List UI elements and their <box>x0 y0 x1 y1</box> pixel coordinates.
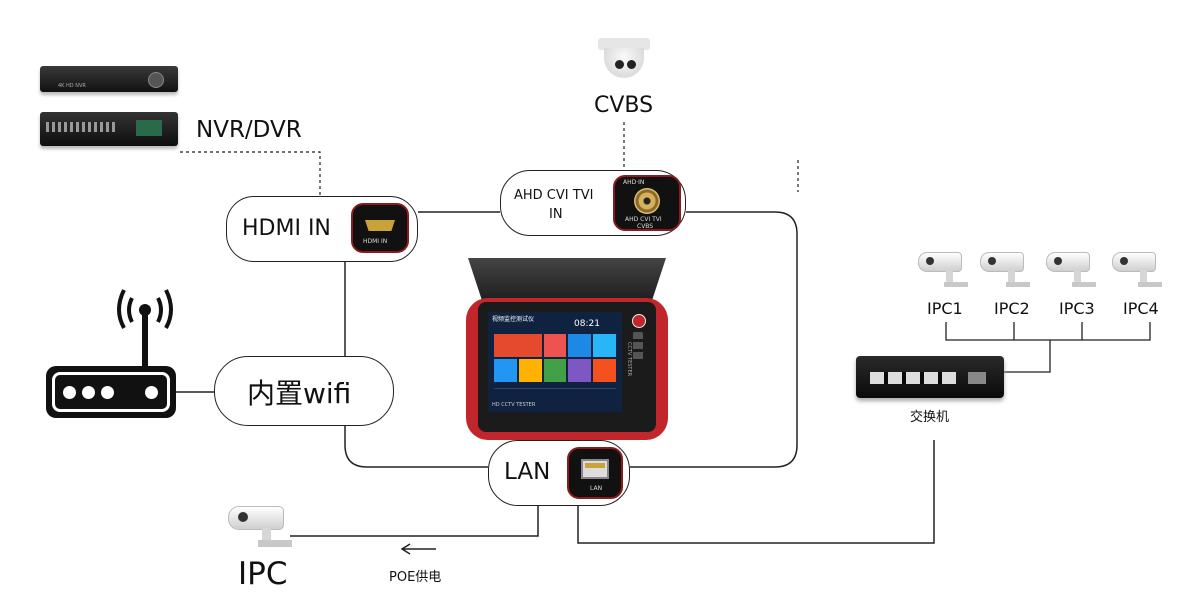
screen-title: 视频监控测试仪 <box>492 316 535 323</box>
ipc-label: IPC <box>238 556 288 592</box>
bnc-bottom-caption: AHD CVI TVI <box>625 216 662 223</box>
ipc-camera-icon <box>228 500 294 548</box>
ipc4-label: IPC4 <box>1123 299 1159 318</box>
nvr-front-caption: 4K HD NVR <box>58 83 86 89</box>
screen-clock: 08:21 <box>574 319 600 329</box>
ipc2-camera-icon <box>980 248 1032 288</box>
side-buttons <box>633 332 643 360</box>
tester-body: 视频监控测试仪 08:21 HD CCTV TESTER CCTV TESTER <box>478 302 656 432</box>
switch-link-line <box>577 440 935 544</box>
cvbs-label: CVBS <box>594 93 654 118</box>
cctv-tester-device: 视频监控测试仪 08:21 HD CCTV TESTER CCTV TESTER <box>462 258 672 440</box>
bnc-bottom-caption2: CVBS <box>637 223 654 230</box>
network-switch-icon <box>856 356 1004 398</box>
wifi-label: 内置wifi <box>247 377 352 410</box>
nvr-front-image: 4K HD NVR <box>40 66 178 92</box>
lan-port-caption: LAN <box>590 485 603 492</box>
hdmi-in-pill: HDMI IN HDMI IN <box>226 196 418 262</box>
analog-in-pill: AHD CVI TVI IN AHD·IN AHD CVI TVI CVBS <box>500 170 686 236</box>
nvr-rear-ports <box>46 122 116 132</box>
analog-in-label-line1: AHD CVI TVI <box>514 188 594 203</box>
power-button-icon <box>632 314 646 328</box>
switch-label: 交换机 <box>910 410 950 425</box>
ipc2-label: IPC2 <box>994 299 1030 318</box>
bnc-port-icon: AHD·IN AHD CVI TVI CVBS <box>613 175 681 231</box>
poe-label: POE供电 <box>389 570 442 585</box>
ipc-bus-line <box>945 322 1151 373</box>
power-knob-icon <box>148 72 164 88</box>
lan-port-icon: LAN <box>567 447 623 499</box>
nvr-rear-panel <box>136 120 162 136</box>
nvr-label: NVR/DVR <box>196 117 302 143</box>
analog-in-label-line2: IN <box>549 207 563 222</box>
dome-camera-icon <box>598 38 650 80</box>
hdmi-port-caption: HDMI IN <box>363 238 388 245</box>
hdmi-port-icon: HDMI IN <box>351 203 409 253</box>
wifi-pill: 内置wifi <box>214 356 394 426</box>
ipc1-label: IPC1 <box>927 299 963 318</box>
nvr-rear-image <box>40 112 178 146</box>
ipc3-camera-icon <box>1046 248 1098 288</box>
bnc-top-caption: AHD·IN <box>623 179 645 186</box>
lan-label: LAN <box>504 459 551 485</box>
ipc4-camera-icon <box>1112 248 1164 288</box>
poe-arrow <box>400 543 436 555</box>
ipc3-label: IPC3 <box>1059 299 1095 318</box>
lan-pill: LAN LAN <box>488 440 630 506</box>
tester-screen: 视频监控测试仪 08:21 HD CCTV TESTER <box>488 312 622 412</box>
nvr-link-line <box>180 151 321 196</box>
tester-side-brand: CCTV TESTER <box>626 342 632 377</box>
router-icon <box>46 366 176 418</box>
main-loop-line <box>344 211 798 468</box>
ipc1-camera-icon <box>918 248 970 288</box>
ipc-link-line <box>290 505 539 537</box>
hdmi-in-label: HDMI IN <box>242 216 331 241</box>
screen-dock <box>494 388 616 401</box>
screen-footer: HD CCTV TESTER <box>492 402 536 408</box>
wifi-signal-icon <box>110 284 180 368</box>
app-tile-grid <box>494 334 616 382</box>
